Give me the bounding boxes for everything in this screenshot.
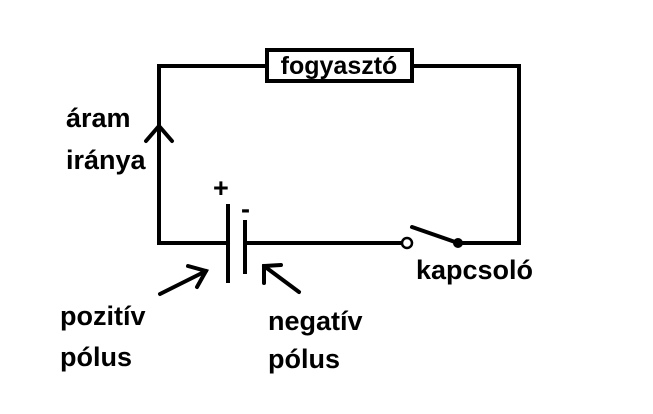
positive-pole-arrow	[158, 264, 209, 296]
negative-pole-label-line2: pólus	[268, 344, 340, 374]
switch	[400, 225, 463, 250]
plus-sign: +	[213, 173, 229, 203]
positive-pole-label-line2: pólus	[60, 342, 132, 372]
current-direction-label-line1: áram	[66, 103, 131, 133]
negative-pole-arrow	[262, 263, 301, 294]
switch-open-terminal	[400, 236, 414, 250]
load-label: fogyasztó	[281, 52, 398, 80]
current-direction-arrow	[144, 122, 174, 143]
switch-label: kapcsoló	[416, 255, 533, 285]
switch-lever	[410, 225, 460, 245]
current-direction-label-line2: iránya	[66, 145, 147, 175]
minus-sign: -	[241, 194, 250, 224]
negative-pole-label-line1: negatív	[268, 306, 363, 336]
positive-pole-label-line1: pozitív	[60, 301, 146, 331]
load-box: fogyasztó	[265, 48, 414, 83]
